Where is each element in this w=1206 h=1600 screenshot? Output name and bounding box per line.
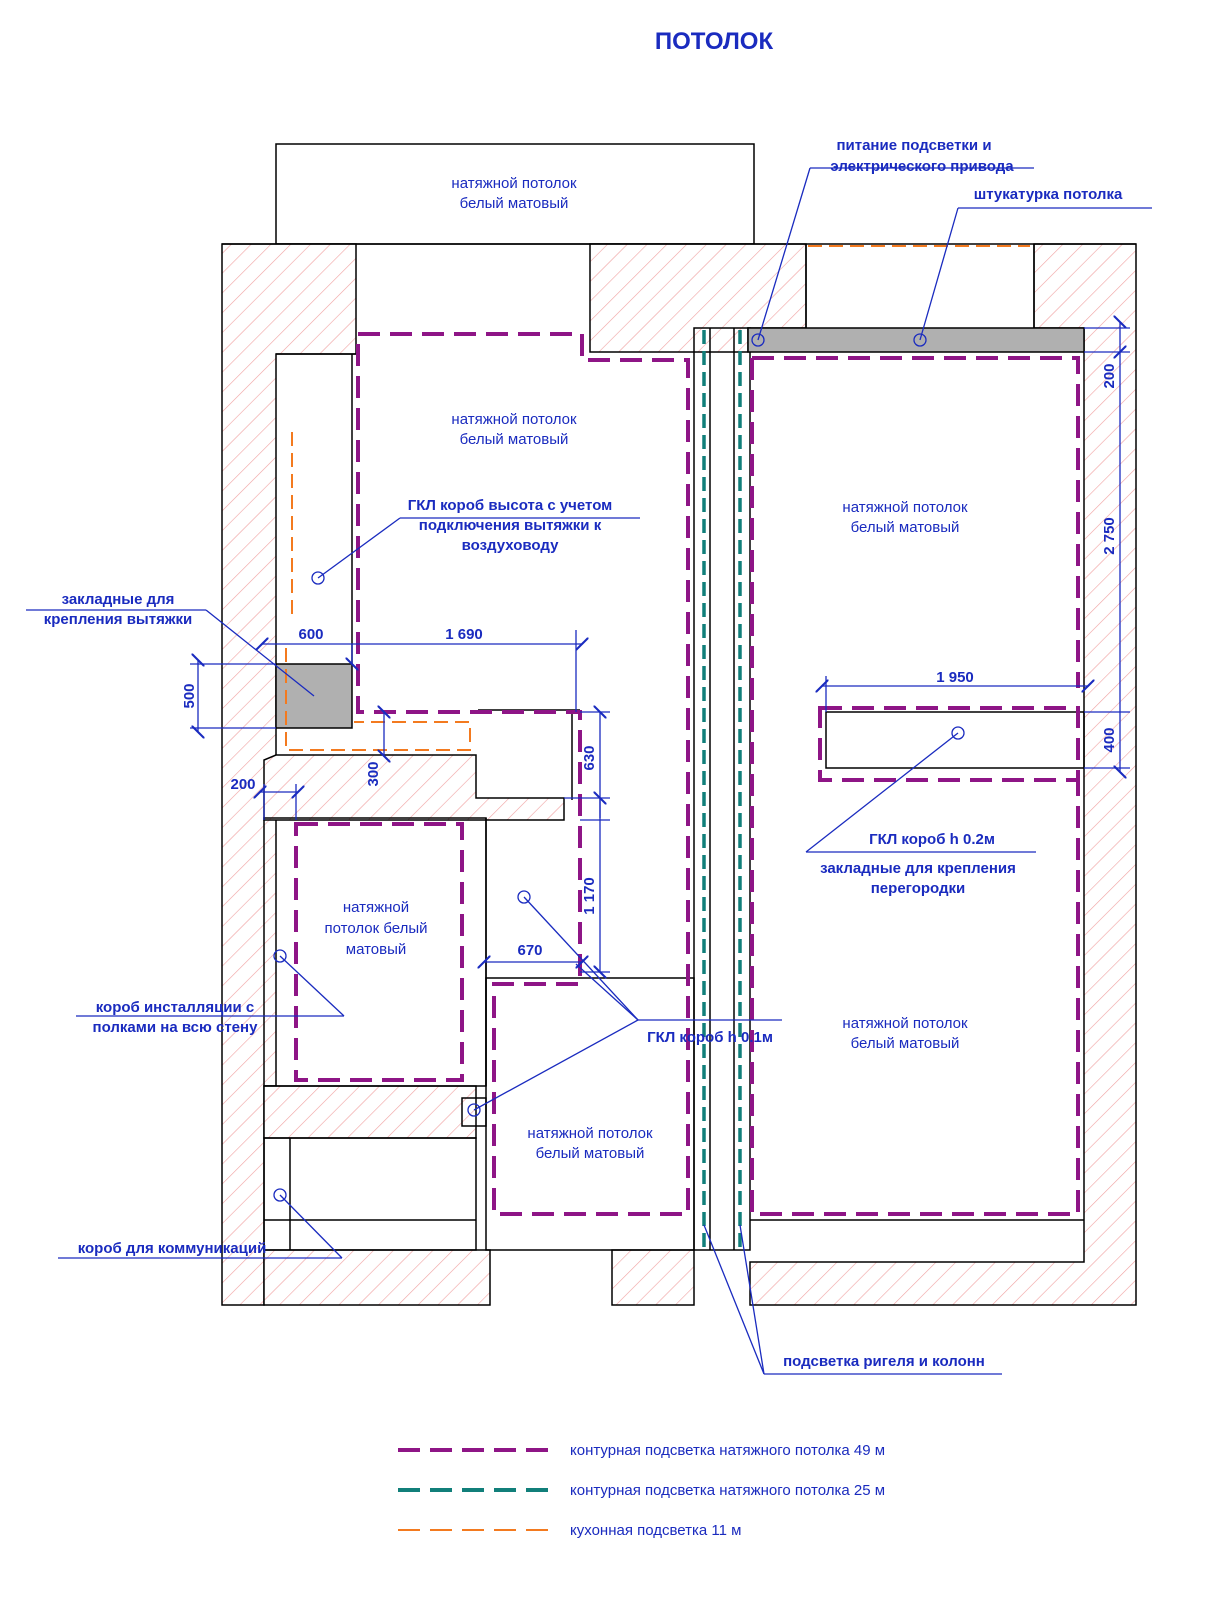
kitchen-label-2: белый матовый <box>460 431 569 448</box>
dim-200-left: 200 <box>230 776 255 793</box>
leader-lines <box>26 167 1152 1375</box>
orange-kitchen-lights <box>285 245 1030 751</box>
legend-label-teal: контурная подсветка натяжного потолка 25… <box>570 1482 885 1499</box>
hall-label-2: белый матовый <box>536 1145 645 1162</box>
legend-label-orange: кухонная подсветка 11 м <box>570 1522 741 1539</box>
dim-1690: 1 690 <box>445 626 483 643</box>
dim-200-right: 200 <box>1101 363 1118 388</box>
dim-600: 600 <box>298 626 323 643</box>
bigroom-bottom-label-2: белый матовый <box>851 1035 960 1052</box>
wall-bottom-middle <box>611 1249 695 1306</box>
bigroom-top-label-1: натяжной потолок <box>842 499 968 516</box>
dim-400: 400 <box>1101 727 1118 752</box>
balcony-label-2: белый матовый <box>460 195 569 212</box>
gkl-hood-label-2: подключения вытяжки к <box>419 517 602 534</box>
hall-label-1: натяжной потолок <box>527 1125 653 1142</box>
dim-670: 670 <box>517 942 542 959</box>
ceiling-plaster-strip <box>747 327 1085 353</box>
dim-1950: 1 950 <box>936 669 974 686</box>
dim-1170: 1 170 <box>581 877 598 915</box>
legend-label-purple: контурная подсветка натяжного потолка 49… <box>570 1442 885 1459</box>
dim-2750: 2 750 <box>1101 517 1118 555</box>
wall-bath-comm <box>263 1085 477 1139</box>
bath-label-1: натяжной <box>343 899 409 916</box>
kitchen-label-1: натяжной потолок <box>451 411 577 428</box>
dim-630: 630 <box>581 745 598 770</box>
comm-box-label: короб для коммуникаций <box>78 1240 267 1257</box>
bath-label-3: матовый <box>346 941 407 958</box>
hood-mount-label-2: крепления вытяжки <box>44 611 192 628</box>
dim-300: 300 <box>365 761 382 786</box>
partition-label-2: перегородки <box>871 880 966 897</box>
room-labels: натяжной потолок белый матовый натяжной … <box>324 175 968 1162</box>
legend: контурная подсветка натяжного потолка 49… <box>398 1442 885 1539</box>
annotation-labels: питание подсветки и электрического приво… <box>44 137 1123 1370</box>
gkl-hood-label-1: ГКЛ короб высота с учетом <box>408 497 613 514</box>
bigroom-top-label-2: белый матовый <box>851 519 960 536</box>
structure-lines <box>222 243 1136 1251</box>
page-title: ПОТОЛОК <box>655 28 774 55</box>
power-label-2: электрического привода <box>830 158 1014 175</box>
install-box-label-2: полками на всю стену <box>93 1019 259 1036</box>
gkl-hood-label-3: воздуховоду <box>462 537 559 554</box>
partition-label-1: закладные для крепления <box>820 860 1016 877</box>
purple-contour-lights <box>294 332 1080 1216</box>
hood-mount-label-1: закладные для <box>62 591 175 608</box>
dimension-lines <box>190 322 1130 972</box>
balcony-outline <box>275 143 755 245</box>
bigroom-bottom-label-1: натяжной потолок <box>842 1015 968 1032</box>
beam-light-label: подсветка ригеля и колонн <box>783 1353 985 1370</box>
balcony-label-1: натяжной потолок <box>451 175 577 192</box>
bath-label-2: потолок белый <box>324 920 427 937</box>
install-box-label-1: короб инсталляции с <box>96 999 255 1016</box>
wall-kitchen-bath <box>263 754 565 821</box>
gkl-01-label: ГКЛ короб h 0.1м <box>647 1029 773 1046</box>
dim-500: 500 <box>181 683 198 708</box>
gkl-02-label: ГКЛ короб h 0.2м <box>869 831 995 848</box>
power-label-1: питание подсветки и <box>836 137 991 154</box>
plaster-label: штукатурка потолка <box>974 186 1123 203</box>
walls <box>221 243 1137 1306</box>
dimension-text: 600 1 690 500 300 630 200 1 170 670 1 95… <box>181 363 1118 959</box>
